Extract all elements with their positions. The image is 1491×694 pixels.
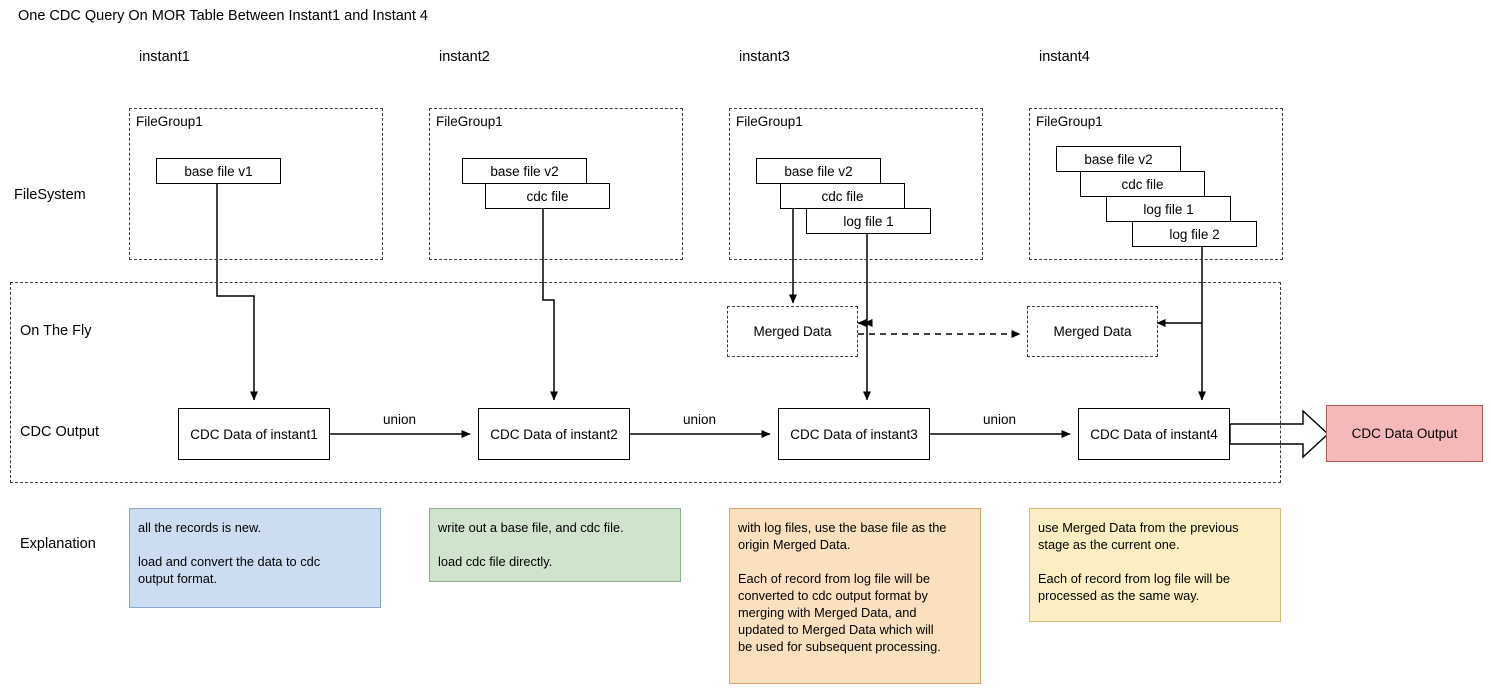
column-label-instant3: instant3 — [739, 49, 790, 65]
file-box-log-file-1[interactable]: log file 1 — [806, 208, 931, 234]
file-box-cdc-file[interactable]: cdc file — [485, 183, 610, 209]
union-label-1: union — [383, 412, 417, 427]
merged-data-box-2[interactable]: Merged Data — [1027, 306, 1158, 357]
file-box-base-file-v2[interactable]: base file v2 — [756, 158, 881, 184]
column-label-instant4: instant4 — [1039, 49, 1090, 65]
filegroup-title: FileGroup1 — [136, 114, 203, 129]
filegroup-title: FileGroup1 — [1036, 114, 1103, 129]
explanation-box-instant1: all the records is new. load and convert… — [129, 508, 381, 608]
cdc-data-box-instant1[interactable]: CDC Data of instant1 — [178, 408, 330, 460]
filegroup-instant2: FileGroup1 base file v2 cdc file — [429, 108, 683, 260]
filegroup-title: FileGroup1 — [736, 114, 803, 129]
column-label-instant2: instant2 — [439, 49, 490, 65]
cdc-data-box-instant2[interactable]: CDC Data of instant2 — [478, 408, 630, 460]
row-label-on-the-fly: On The Fly — [20, 323, 92, 339]
file-box-base-file-v1[interactable]: base file v1 — [156, 158, 281, 184]
row-label-filesystem: FileSystem — [14, 187, 86, 203]
file-box-log-file-1[interactable]: log file 1 — [1106, 196, 1231, 222]
row-label-cdc-output: CDC Output — [20, 424, 99, 440]
row-label-explanation: Explanation — [20, 536, 96, 552]
file-box-base-file-v2[interactable]: base file v2 — [462, 158, 587, 184]
explanation-box-instant2: write out a base file, and cdc file. loa… — [429, 508, 681, 582]
pipeline-band — [10, 282, 1281, 483]
filegroup-instant1: FileGroup1 base file v1 — [129, 108, 383, 260]
file-box-log-file-2[interactable]: log file 2 — [1132, 221, 1257, 247]
filegroup-instant4: FileGroup1 base file v2 cdc file log fil… — [1029, 108, 1283, 260]
union-label-2: union — [683, 412, 717, 427]
explanation-box-instant3: with log files, use the base file as the… — [729, 508, 981, 684]
merged-data-box-1[interactable]: Merged Data — [727, 306, 858, 357]
explanation-box-instant4: use Merged Data from the previous stage … — [1029, 508, 1281, 622]
union-label-3: union — [983, 412, 1017, 427]
page-title: One CDC Query On MOR Table Between Insta… — [18, 8, 428, 24]
cdc-data-box-instant3[interactable]: CDC Data of instant3 — [778, 408, 930, 460]
file-box-base-file-v2[interactable]: base file v2 — [1056, 146, 1181, 172]
cdc-data-box-instant4[interactable]: CDC Data of instant4 — [1078, 408, 1230, 460]
file-box-cdc-file[interactable]: cdc file — [1080, 171, 1205, 197]
column-label-instant1: instant1 — [139, 49, 190, 65]
cdc-data-output-box[interactable]: CDC Data Output — [1326, 405, 1483, 462]
filegroup-instant3: FileGroup1 base file v2 cdc file log fil… — [729, 108, 983, 260]
filegroup-title: FileGroup1 — [436, 114, 503, 129]
file-box-cdc-file[interactable]: cdc file — [780, 183, 905, 209]
